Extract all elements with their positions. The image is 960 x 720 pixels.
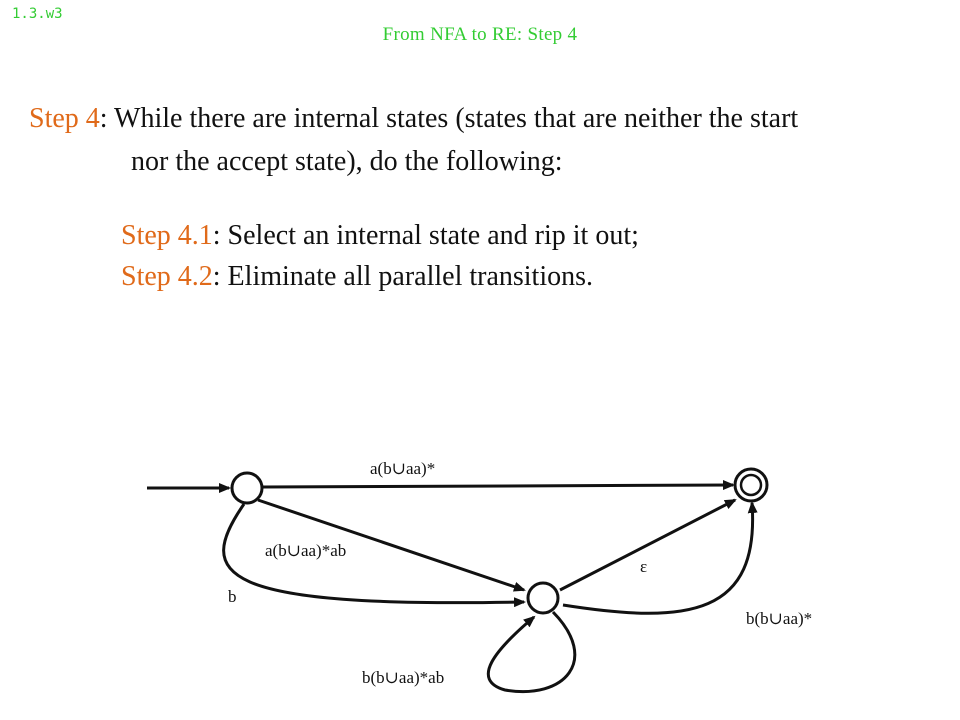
edge-start-internal-ab — [257, 498, 526, 592]
accept-state-inner — [739, 473, 763, 497]
label-self-loop: b(b∪aa)*ab — [362, 668, 444, 687]
step41-label: Step 4.1 — [121, 220, 213, 251]
start-state — [230, 471, 264, 505]
step42-line: Step 4.2: Eliminate all parallel transit… — [121, 261, 593, 293]
label-start-internal-ab: a(b∪aa)*ab — [265, 541, 346, 560]
edge-internal-accept-eps — [559, 498, 737, 592]
step4-text-1: : While there are internal states (state… — [99, 103, 799, 134]
slide-id: 1.3.w3 — [12, 6, 63, 22]
label-epsilon: ε — [640, 557, 647, 576]
internal-state — [526, 581, 560, 615]
step42-label: Step 4.2 — [121, 261, 213, 292]
step4-label: Step 4 — [29, 103, 100, 134]
edge-internal-self-loop — [486, 610, 577, 693]
edge-start-accept — [262, 480, 735, 491]
step4-line-1: Step 4: While there are internal states … — [29, 103, 798, 135]
label-internal-accept: b(b∪aa)* — [746, 609, 812, 628]
step41-text: : Select an internal state and rip it ou… — [212, 220, 639, 251]
step42-text: : Eliminate all parallel transitions. — [212, 261, 594, 292]
label-start-internal-b: b — [228, 587, 237, 606]
edge-start-internal-b — [222, 503, 526, 608]
label-start-accept: a(b∪aa)* — [370, 459, 435, 478]
step4-line-2: nor the accept state), do the following: — [131, 146, 563, 177]
step41-line: Step 4.1: Select an internal state and r… — [121, 220, 639, 252]
accept-state-outer — [733, 467, 769, 503]
slide-title: From NFA to RE: Step 4 — [382, 24, 578, 45]
edge-internal-accept-curve — [562, 501, 758, 615]
